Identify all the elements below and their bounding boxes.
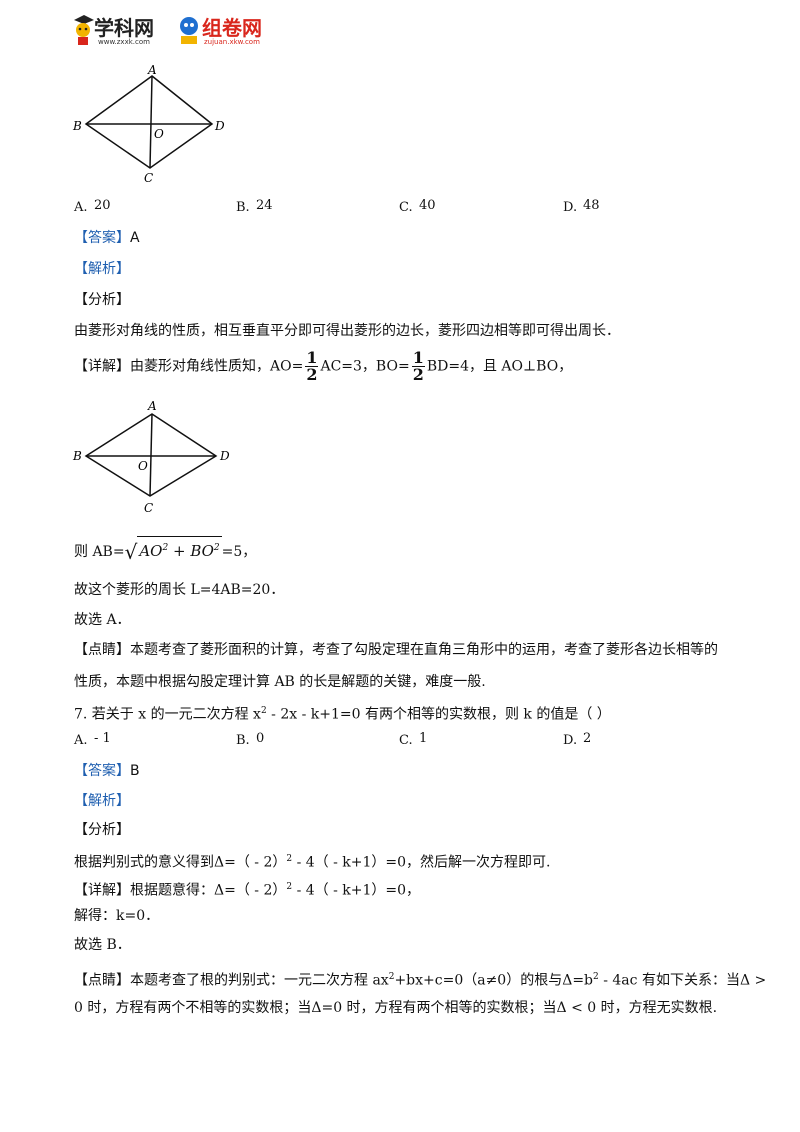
q6-xiangjie-part2: AC=3，BO= (320, 358, 410, 375)
q6-fenxi-text: 由菱形对角线的性质，相互垂直平分即可得出菱形的边长，菱形四边相等即可得出周长． (74, 323, 620, 339)
q6-dianjing-tag: 【点睛】 (74, 642, 130, 658)
q7-fenxi-part2: - 4（ - k+1）=0，然后解一次方程即可. (292, 854, 551, 871)
q6-xiangjie-part3: BD=4，且 AO⊥BO， (426, 358, 573, 375)
q6-ab-prefix: 则 AB= (74, 544, 125, 560)
q7-dianjing-tag: 【点睛】 (74, 972, 130, 989)
q6-ab-line: 则 AB=√AO2 + BO2=5， (74, 536, 256, 563)
q7-option-b-letter: B. (236, 733, 250, 748)
radicand: AO2 + BO2 (137, 536, 222, 562)
q7-answer-line: 【答案】B (74, 761, 140, 781)
q7-jiexi: 【解析】 (74, 793, 130, 809)
q7-solve: 解得：k=0． (74, 908, 160, 924)
label-a: A (147, 63, 157, 77)
q6-choose: 故选 A． (74, 612, 131, 628)
label-b: B (72, 119, 82, 133)
q6-dianjing-line2: 性质，本题中根据勾股定理计算 AB 的长是解题的关键，难度一般. (74, 674, 486, 690)
q7-option-d-value: 2 (583, 731, 592, 746)
rhombus-diagram-2: A B C D O (70, 398, 240, 523)
q6-answer-tag: 【答案】 (74, 230, 130, 246)
q6-answer: A (130, 230, 140, 246)
q7-dianjing-sup2: 2 (593, 972, 599, 982)
q6-jiexi: 【解析】 (74, 261, 130, 277)
frac-den-1: 2 (306, 365, 318, 384)
sq-2: 2 (213, 543, 220, 553)
q7-answer-tag: 【答案】 (74, 763, 130, 779)
q7-dianjing-part1: 本题考查了根的判别式：一元二次方程 ax (130, 972, 389, 989)
q6-option-d-value: 48 (583, 198, 600, 213)
rhombus-diagram-1: A B C D O (70, 62, 240, 187)
label-c-2: C (144, 501, 153, 515)
q7-fenxi-tag: 【分析】 (74, 822, 130, 838)
sqrt-icon: √ (124, 540, 138, 564)
q7-dianjing-line1: 【点睛】本题考查了根的判别式：一元二次方程 ax2+bx+c=0（a≠0）的根与… (74, 967, 766, 991)
q7-fenxi-part1: 根据判别式的意义得到Δ=（ - 2） (74, 854, 287, 871)
radicand-bo: + BO (168, 542, 214, 560)
q6-answer-line: 【答案】A (74, 228, 140, 248)
q7-xiangjie-tag: 【详解】 (74, 882, 130, 899)
q6-option-a-value: 20 (94, 198, 111, 213)
q6-dianjing-line1: 【点睛】本题考查了菱形面积的计算，考查了勾股定理在直角三角形中的运用，考查了菱形… (74, 640, 718, 660)
logo1-text: 学科网 (94, 16, 154, 40)
q7-stem-sup: 2 (260, 706, 267, 716)
q7-xiangjie-sup: 2 (286, 882, 293, 892)
label-o-2: O (138, 459, 148, 473)
logo-zujuanwang: 组卷网 zujuan.xkw.com (176, 12, 268, 48)
q7-xiangjie-part1: 根据题意得：Δ=（ - 2） (130, 882, 287, 899)
mascot-icon (74, 15, 94, 45)
q7-option-c-letter: C. (399, 733, 413, 748)
q6-perimeter: 故这个菱形的周长 L=4AB=20． (74, 582, 285, 598)
frac-den-2: 2 (412, 365, 424, 384)
frac-num-1: 1 (305, 348, 319, 367)
logo2-text: 组卷网 (202, 16, 262, 40)
label-d-2: D (219, 449, 230, 463)
q7-xiangjie-part2: - 4（ - k+1）=0， (292, 882, 421, 899)
q6-option-a-letter: A. (74, 200, 88, 215)
q7-dianjing-sup1: 2 (388, 972, 395, 982)
logo1-sub: www.zxxk.com (98, 38, 150, 46)
q7-dianjing-part2: +bx+c=0（a≠0）的根与Δ=b (394, 972, 594, 989)
q7-fenxi-sup: 2 (286, 854, 293, 864)
q6-option-b-value: 24 (256, 198, 273, 213)
q6-ab-suffix: =5， (221, 544, 257, 560)
q6-fenxi-tag: 【分析】 (74, 292, 130, 308)
q7-choose: 故选 B． (74, 937, 131, 953)
q7-option-c-value: 1 (419, 731, 428, 746)
label-o: O (154, 127, 164, 141)
label-c: C (144, 171, 153, 185)
frac-num-2: 1 (411, 348, 425, 367)
q6-xiangjie-part1: 由菱形对角线性质知，AO= (130, 358, 304, 375)
q7-option-a-value: - 1 (94, 731, 111, 746)
q7-option-a-letter: A. (74, 733, 88, 748)
q6-option-c-letter: C. (399, 200, 413, 215)
q6-option-b-letter: B. (236, 200, 250, 215)
q7-option-d-letter: D. (563, 733, 578, 748)
mascot-blue-icon (180, 17, 198, 44)
q7-stem-part1: 7. 若关于 x 的一元二次方程 x (74, 706, 261, 723)
logo-xuekewang: 学科网 www.zxxk.com (72, 12, 164, 48)
radicand-ao: AO (139, 542, 163, 560)
label-d: D (214, 119, 225, 133)
label-b-2: B (72, 449, 82, 463)
q7-option-b-value: 0 (256, 731, 265, 746)
label-a-2: A (147, 399, 157, 413)
sq-1: 2 (162, 543, 169, 553)
q7-stem: 7. 若关于 x 的一元二次方程 x2 - 2x - k+1=0 有两个相等的实… (74, 701, 611, 725)
q7-answer: B (130, 763, 140, 779)
q7-dianjing-line2: 0 时，方程有两个不相等的实数根；当Δ=0 时，方程有两个相等的实数根；当Δ <… (74, 1000, 718, 1016)
q6-xiangjie-tag: 【详解】 (74, 358, 130, 375)
q7-xiangjie-line: 【详解】根据题意得：Δ=（ - 2）2 - 4（ - k+1）=0， (74, 877, 420, 901)
q6-dianjing-text1: 本题考查了菱形面积的计算，考查了勾股定理在直角三角形中的运用，考查了菱形各边长相… (130, 642, 718, 658)
q7-stem-part2: - 2x - k+1=0 有两个相等的实数根，则 k 的值是（ ） (266, 706, 611, 723)
q6-option-d-letter: D. (563, 200, 578, 215)
q7-fenxi-text: 根据判别式的意义得到Δ=（ - 2）2 - 4（ - k+1）=0，然后解一次方… (74, 849, 551, 873)
q7-dianjing-part3: - 4ac 有如下关系：当Δ > (598, 972, 767, 989)
logo2-sub: zujuan.xkw.com (204, 38, 260, 46)
q6-option-c-value: 40 (419, 198, 436, 213)
